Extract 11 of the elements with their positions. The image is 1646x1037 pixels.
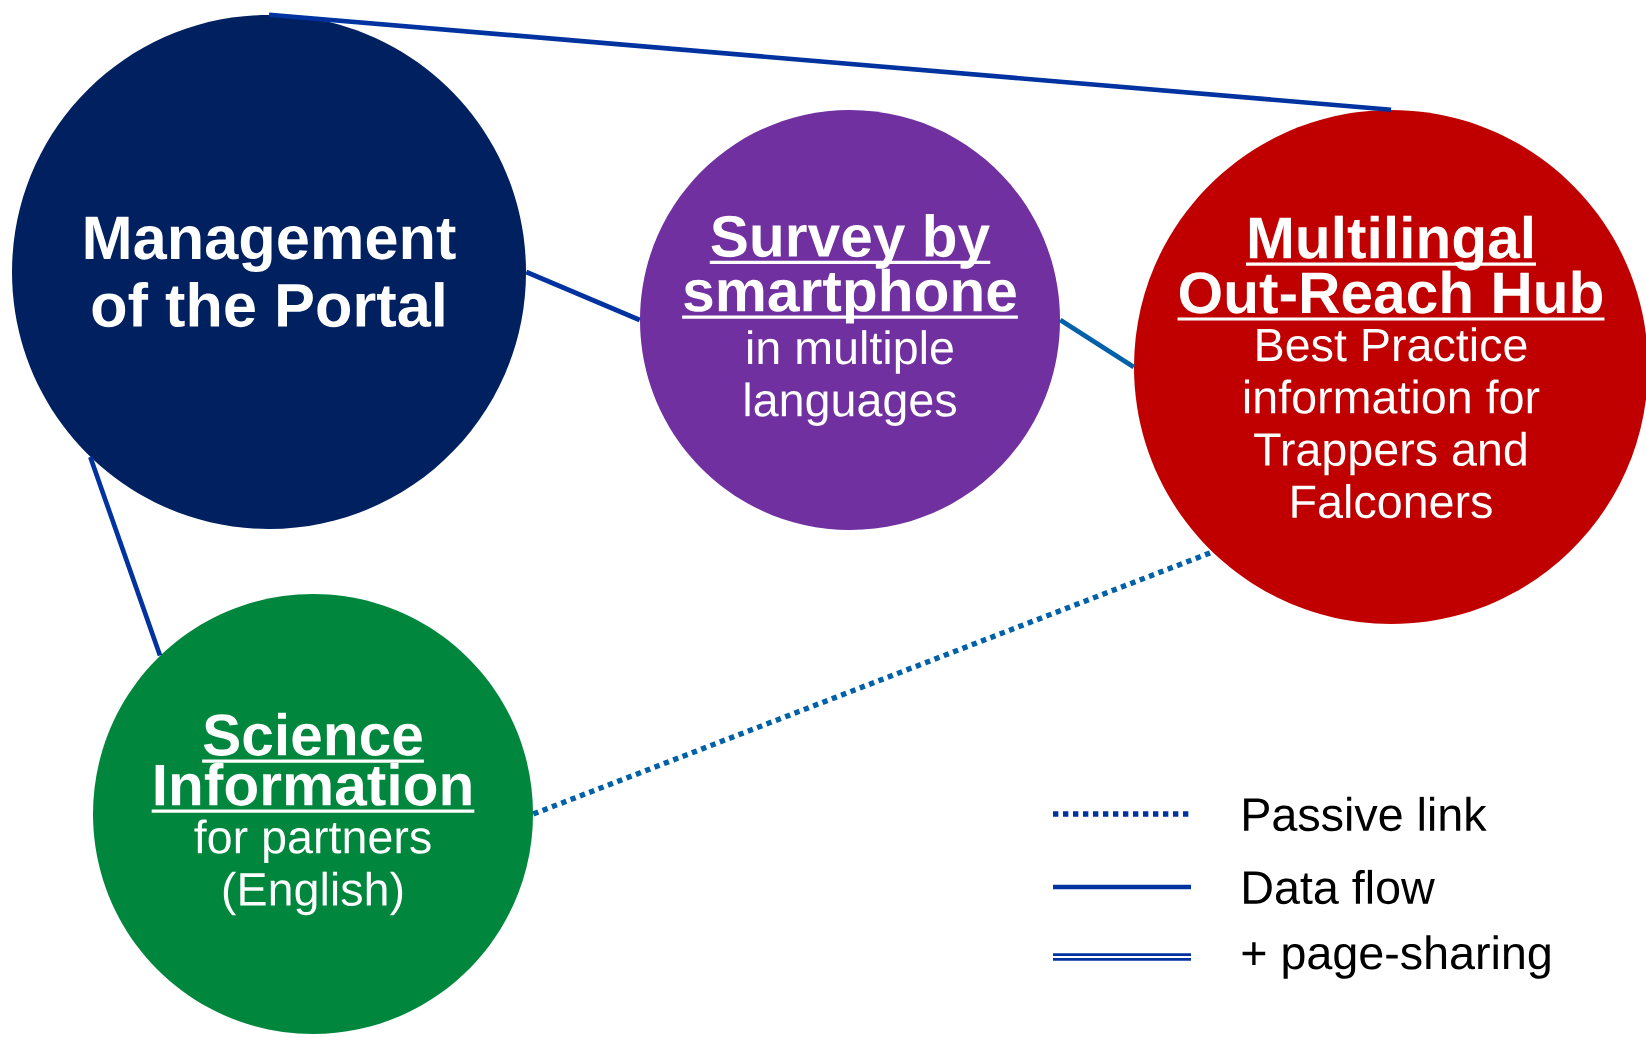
connector-line xyxy=(532,549,1214,817)
circle-node: Survey by smartphone in multiple languages xyxy=(640,110,1060,530)
legend-label: Passive link xyxy=(1244,796,1487,832)
circle-node: Science Information for partners (English) xyxy=(93,594,533,1034)
legend-label: Data flow xyxy=(1244,869,1435,905)
legend-label: + page-sharing xyxy=(1242,935,1550,979)
connector-line xyxy=(1059,318,1135,369)
connector-line xyxy=(88,456,163,657)
circle-node: Management of the Portal xyxy=(12,15,526,529)
connector-line xyxy=(268,12,1392,113)
connector-line xyxy=(525,269,641,323)
